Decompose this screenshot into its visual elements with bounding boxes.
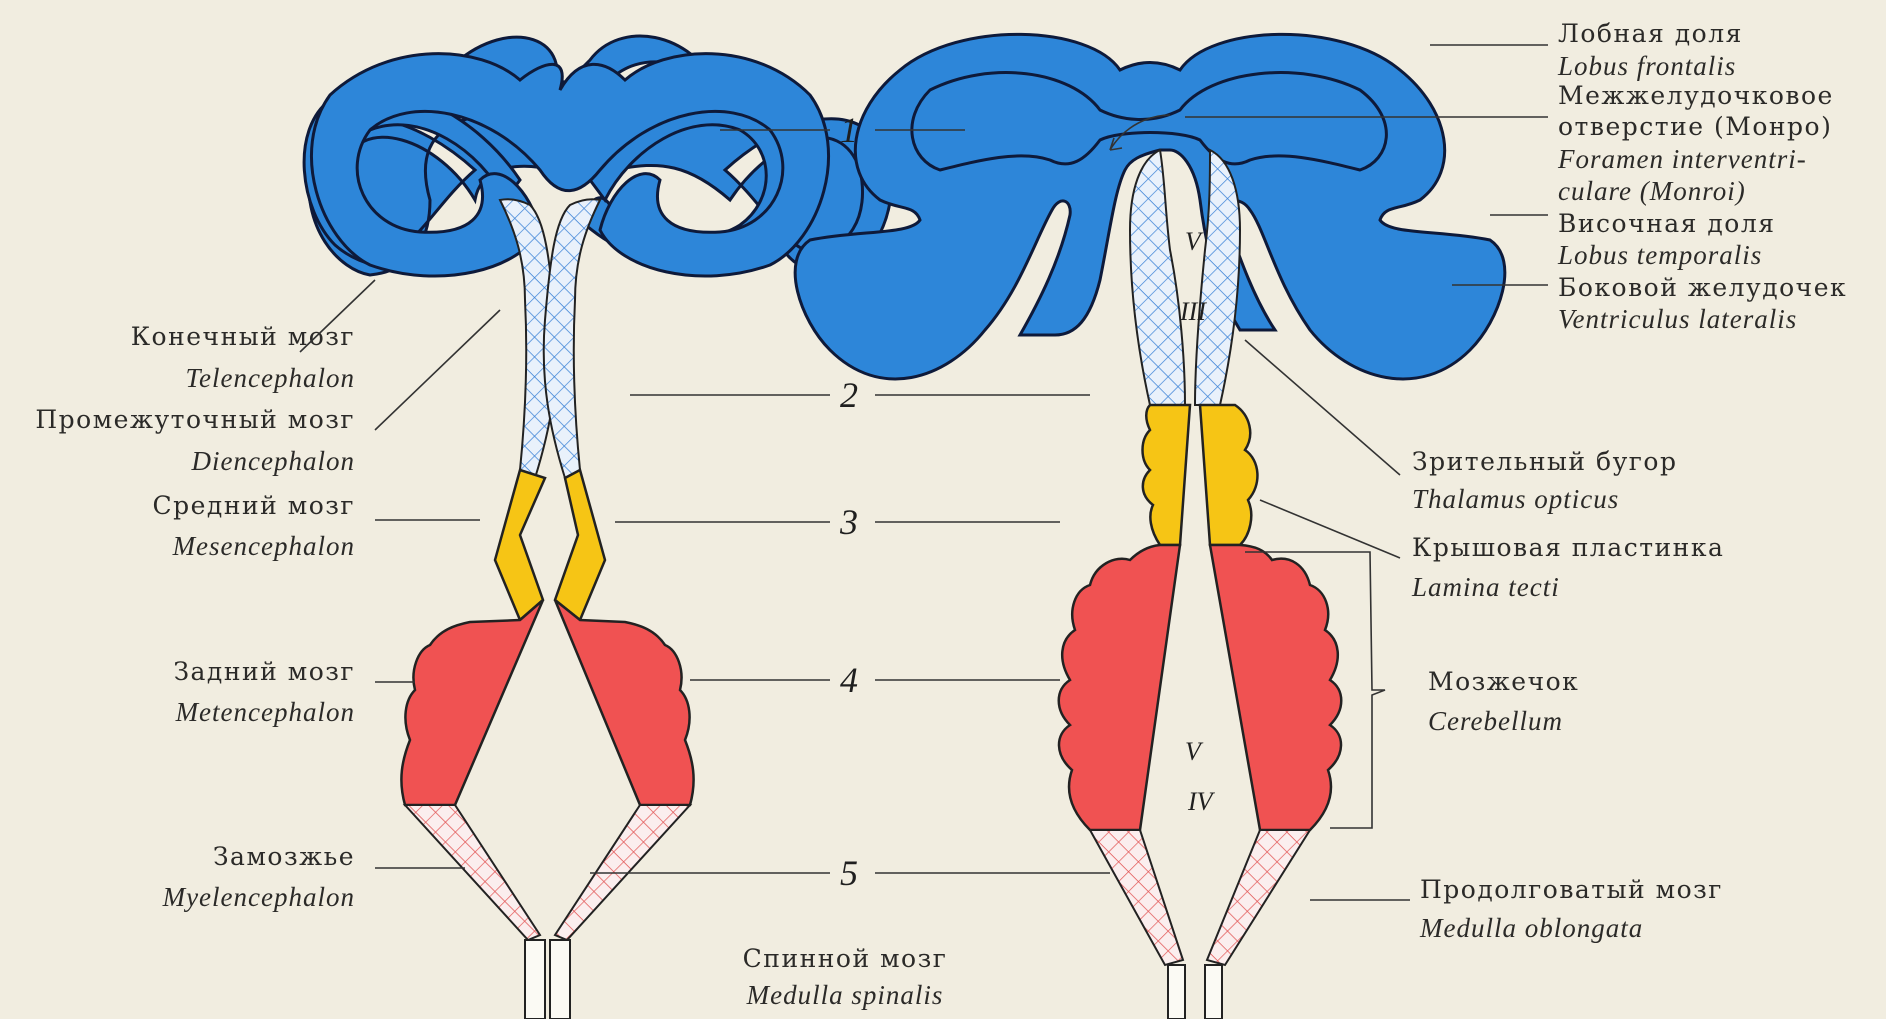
right-brain-figure bbox=[795, 34, 1505, 1019]
label-telencephalon-ru: Конечный мозг bbox=[131, 322, 355, 351]
label-medulla-la: Medulla oblongata bbox=[1419, 913, 1643, 943]
left-mesencephalon-left bbox=[495, 470, 545, 620]
right-cerebellum-left bbox=[1059, 545, 1180, 830]
label-myelencephalon-la: Myelencephalon bbox=[162, 882, 355, 912]
right-spinal-cord bbox=[1168, 965, 1222, 1019]
label-tectum-la: Lamina tecti bbox=[1411, 572, 1560, 602]
third-ventricle-symbol: V bbox=[1185, 227, 1204, 256]
left-metencephalon-left bbox=[401, 600, 543, 805]
label-lateral-ventricle-la: Ventriculus lateralis bbox=[1558, 304, 1797, 334]
label-cerebellum-la: Cerebellum bbox=[1428, 706, 1563, 736]
label-spinal-cord-la: Medulla spinalis bbox=[746, 980, 944, 1010]
label-medulla-ru: Продолговатый мозг bbox=[1420, 875, 1723, 904]
right-mesencephalon-right bbox=[1200, 405, 1257, 545]
right-mesencephalon-left bbox=[1143, 405, 1191, 545]
number-3: 3 bbox=[839, 502, 858, 542]
label-thalamus-ru: Зрительный бугор bbox=[1412, 447, 1677, 476]
label-diencephalon-ru: Промежуточный мозг bbox=[35, 405, 355, 434]
label-foramen-ru-2: отверстие (Монро) bbox=[1558, 112, 1832, 141]
label-metencephalon-ru: Задний мозг bbox=[173, 657, 355, 686]
number-1: 1 bbox=[840, 110, 858, 150]
label-myelencephalon-ru: Замозжье bbox=[213, 842, 355, 871]
third-ventricle-roman: III bbox=[1179, 297, 1207, 326]
left-diencephalon-right bbox=[544, 199, 600, 478]
number-5: 5 bbox=[840, 853, 858, 893]
label-telencephalon-la: Telencephalon bbox=[186, 363, 355, 393]
left-metencephalon-right bbox=[555, 600, 694, 805]
right-medulla-right bbox=[1207, 830, 1310, 965]
number-4: 4 bbox=[840, 660, 858, 700]
label-frontal-la: Lobus frontalis bbox=[1557, 51, 1736, 81]
label-tectum-ru: Крышовая пластинка bbox=[1412, 533, 1724, 562]
label-mesencephalon-ru: Средний мозг bbox=[153, 491, 356, 520]
right-diencephalon-left bbox=[1130, 150, 1185, 405]
left-myelencephalon-left bbox=[405, 805, 540, 940]
label-temporal-la: Lobus temporalis bbox=[1557, 240, 1762, 270]
right-cerebellum-right bbox=[1210, 545, 1341, 830]
label-foramen-la-2: culare (Monroi) bbox=[1558, 176, 1746, 206]
label-cerebellum-ru: Мозжечок bbox=[1428, 667, 1579, 696]
label-mesencephalon-la: Mesencephalon bbox=[172, 531, 355, 561]
label-foramen-ru-1: Межжелудочковое bbox=[1558, 81, 1834, 110]
label-metencephalon-la: Metencephalon bbox=[175, 697, 355, 727]
label-temporal-ru: Височная доля bbox=[1558, 209, 1776, 238]
fourth-ventricle-roman: IV bbox=[1187, 787, 1216, 816]
left-brain-figure bbox=[304, 36, 891, 1019]
label-foramen-la-1: Foramen interventri- bbox=[1557, 144, 1807, 174]
left-spinal-cord bbox=[525, 940, 570, 1019]
label-lateral-ventricle-ru: Боковой желудочек bbox=[1558, 273, 1847, 302]
label-thalamus-la: Thalamus opticus bbox=[1412, 484, 1619, 514]
left-mesencephalon-right bbox=[555, 470, 605, 620]
label-spinal-cord-ru: Спинной мозг bbox=[743, 944, 948, 973]
fourth-ventricle-symbol: V bbox=[1185, 737, 1204, 766]
label-frontal-ru: Лобная доля bbox=[1558, 19, 1743, 48]
right-medulla-left bbox=[1090, 830, 1183, 965]
label-diencephalon-la: Diencephalon bbox=[191, 446, 355, 476]
number-2: 2 bbox=[840, 375, 858, 415]
